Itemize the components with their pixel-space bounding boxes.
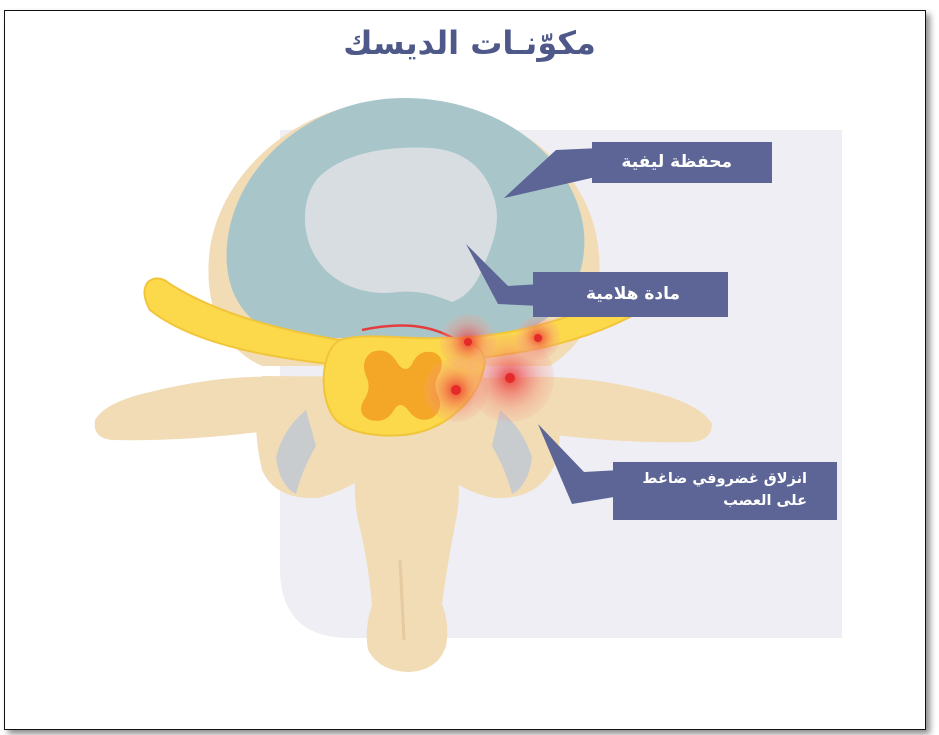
nucleus-pulposus: [304, 147, 497, 302]
spinal-cord-grey-matter: [361, 350, 442, 421]
pain-dot-upper-left: [464, 338, 472, 346]
left-facet-joint: [276, 410, 316, 494]
spinous-process-groove: [398, 559, 406, 641]
label-nucleus-pulposus: مادة هلامية: [533, 272, 728, 317]
herniation-callout-pointer: [538, 424, 620, 504]
nucleus-callout-pointer: [466, 244, 540, 306]
label-disc-herniation: انزلاق غضروفي ضاغط على العصب: [613, 462, 837, 520]
label-annulus-fibrosus: محفظة ليفية: [592, 142, 772, 183]
right-transverse-process: [510, 376, 712, 443]
diagram-title: مكوّنـات الديسك: [343, 24, 596, 62]
left-transverse-process: [94, 376, 300, 441]
pain-dot-lower-left: [451, 385, 461, 395]
pain-dot-lower-right: [505, 373, 515, 383]
annulus-callout-pointer: [504, 148, 600, 198]
pain-dot-upper-right: [534, 334, 542, 342]
spinous-process: [354, 440, 459, 672]
pain-markers: [424, 314, 560, 422]
right-facet-joint: [492, 410, 532, 494]
